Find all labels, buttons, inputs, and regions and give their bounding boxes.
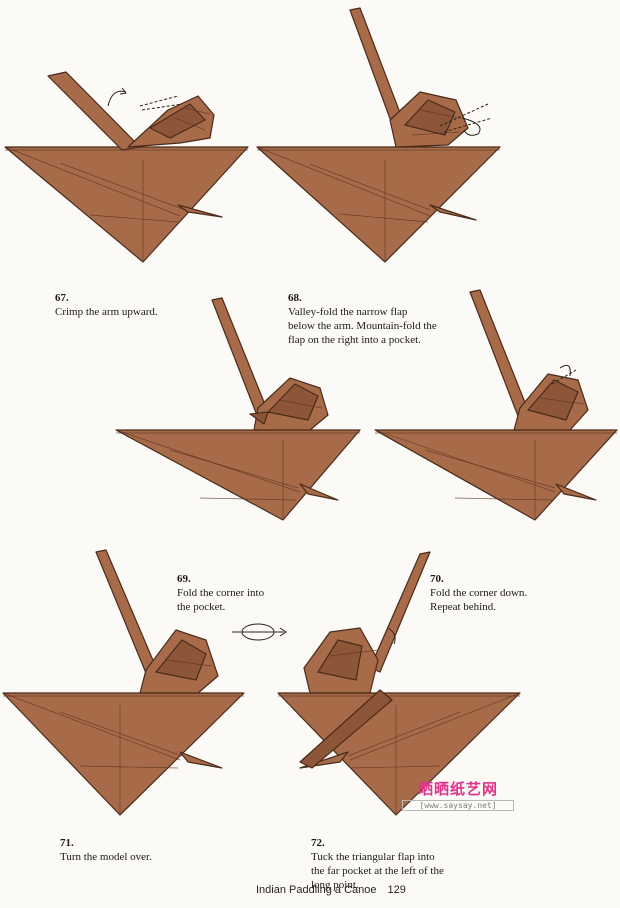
page-number: 129 [388,884,406,896]
step-text: Fold the corner down. Repeat behind. [430,587,527,613]
caption-step-68: 68. Valley-fold the narrow flap below th… [288,277,437,347]
canoe-body [257,147,500,262]
step-number: 70. [430,573,444,585]
watermark: 晒晒纸艺网 [www.saysay.net] [402,778,514,811]
paddle-blade [180,752,222,768]
caption-step-72: 72. Tuck the triangular flap into the fa… [311,822,444,892]
step-number: 69. [177,573,191,585]
step-text: Fold the corner into the pocket. [177,587,264,613]
arm [212,298,268,418]
step-text: Valley-fold the narrow flap below the ar… [288,306,437,346]
caption-step-71: 71. Turn the model over. [60,822,152,864]
canoe-body [3,693,244,815]
paddle-blade [556,484,596,500]
step-number: 68. [288,292,302,304]
arm [470,290,528,416]
watermark-logo: 晒晒纸艺网 [402,778,514,799]
step-text: Crimp the arm upward. [55,306,158,318]
canoe-body [116,430,360,520]
turn-over-arrow-icon [232,624,286,640]
step-number: 72. [311,837,325,849]
caption-step-70: 70. Fold the corner down. Repeat behind. [430,558,527,614]
book-title: Indian Paddling a Canoe [256,884,376,896]
diagram-step-67 [5,72,248,262]
step-text: Turn the model over. [60,851,152,863]
step-number: 67. [55,292,69,304]
page-footer: Indian Paddling a Canoe 129 [256,884,406,896]
diagram-step-68 [257,8,500,262]
caption-step-69: 69. Fold the corner into the pocket. [177,558,264,614]
arm [96,550,158,678]
canoe-body [375,430,617,520]
arm [350,8,402,124]
arm [48,72,140,150]
canoe-body [5,147,248,262]
paddle-blade [430,205,476,220]
arm [370,552,430,672]
step-number: 71. [60,837,74,849]
watermark-url: [www.saysay.net] [402,800,514,811]
fold-arrow [560,365,570,376]
paddle-blade [300,484,338,500]
caption-step-67: 67. Crimp the arm upward. [55,277,158,319]
